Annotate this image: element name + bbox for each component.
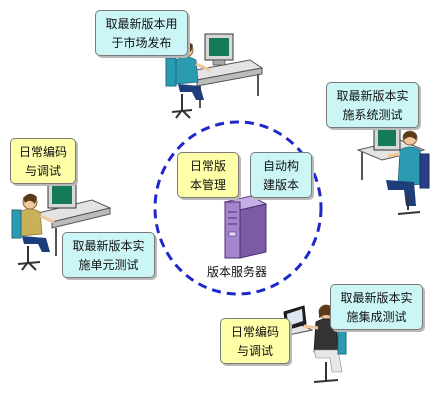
node-unit-test: 取最新版本实 施单元测试: [62, 232, 155, 278]
node-dev-bottom-line1: 日常编码: [230, 325, 279, 339]
node-dev-left-line1: 日常编码: [18, 145, 67, 159]
node-system-test: 取最新版本实 施系统测试: [326, 82, 419, 128]
node-auto-build-line2: 建版本: [262, 178, 299, 192]
node-unit-test-line1: 取最新版本实: [72, 239, 145, 253]
node-dev-left: 日常编码 与调试: [10, 138, 76, 184]
node-version-management-line1: 日常版: [189, 159, 226, 173]
node-system-test-line2: 施系统测试: [342, 108, 403, 122]
node-release-line2: 于市场发布: [111, 36, 172, 50]
desk-worker-icon: [11, 181, 112, 271]
node-version-management: 日常版 本管理: [177, 152, 239, 198]
node-auto-build: 自动构 建版本: [250, 152, 312, 198]
node-dev-bottom-line2: 与调试: [236, 344, 273, 358]
desk-worker-icon: [356, 125, 430, 215]
node-release-line1: 取最新版本用: [105, 17, 178, 31]
server-icon: [223, 195, 268, 259]
server-label: 版本服务器: [207, 265, 268, 279]
node-system-test-line1: 取最新版本实: [336, 89, 409, 103]
node-release: 取最新版本用 于市场发布: [95, 10, 188, 56]
node-auto-build-line1: 自动构: [262, 159, 299, 173]
node-dev-bottom: 日常编码 与调试: [220, 318, 290, 364]
version-ring: [153, 120, 323, 296]
node-integration-test: 取最新版本实 施集成测试: [330, 284, 423, 330]
desk-worker-icon: [165, 33, 264, 119]
node-dev-left-line2: 与调试: [24, 164, 61, 178]
node-version-management-line2: 本管理: [189, 178, 226, 192]
node-integration-test-line1: 取最新版本实: [340, 291, 413, 305]
node-unit-test-line2: 施单元测试: [78, 258, 139, 272]
node-integration-test-line2: 施集成测试: [346, 310, 407, 324]
